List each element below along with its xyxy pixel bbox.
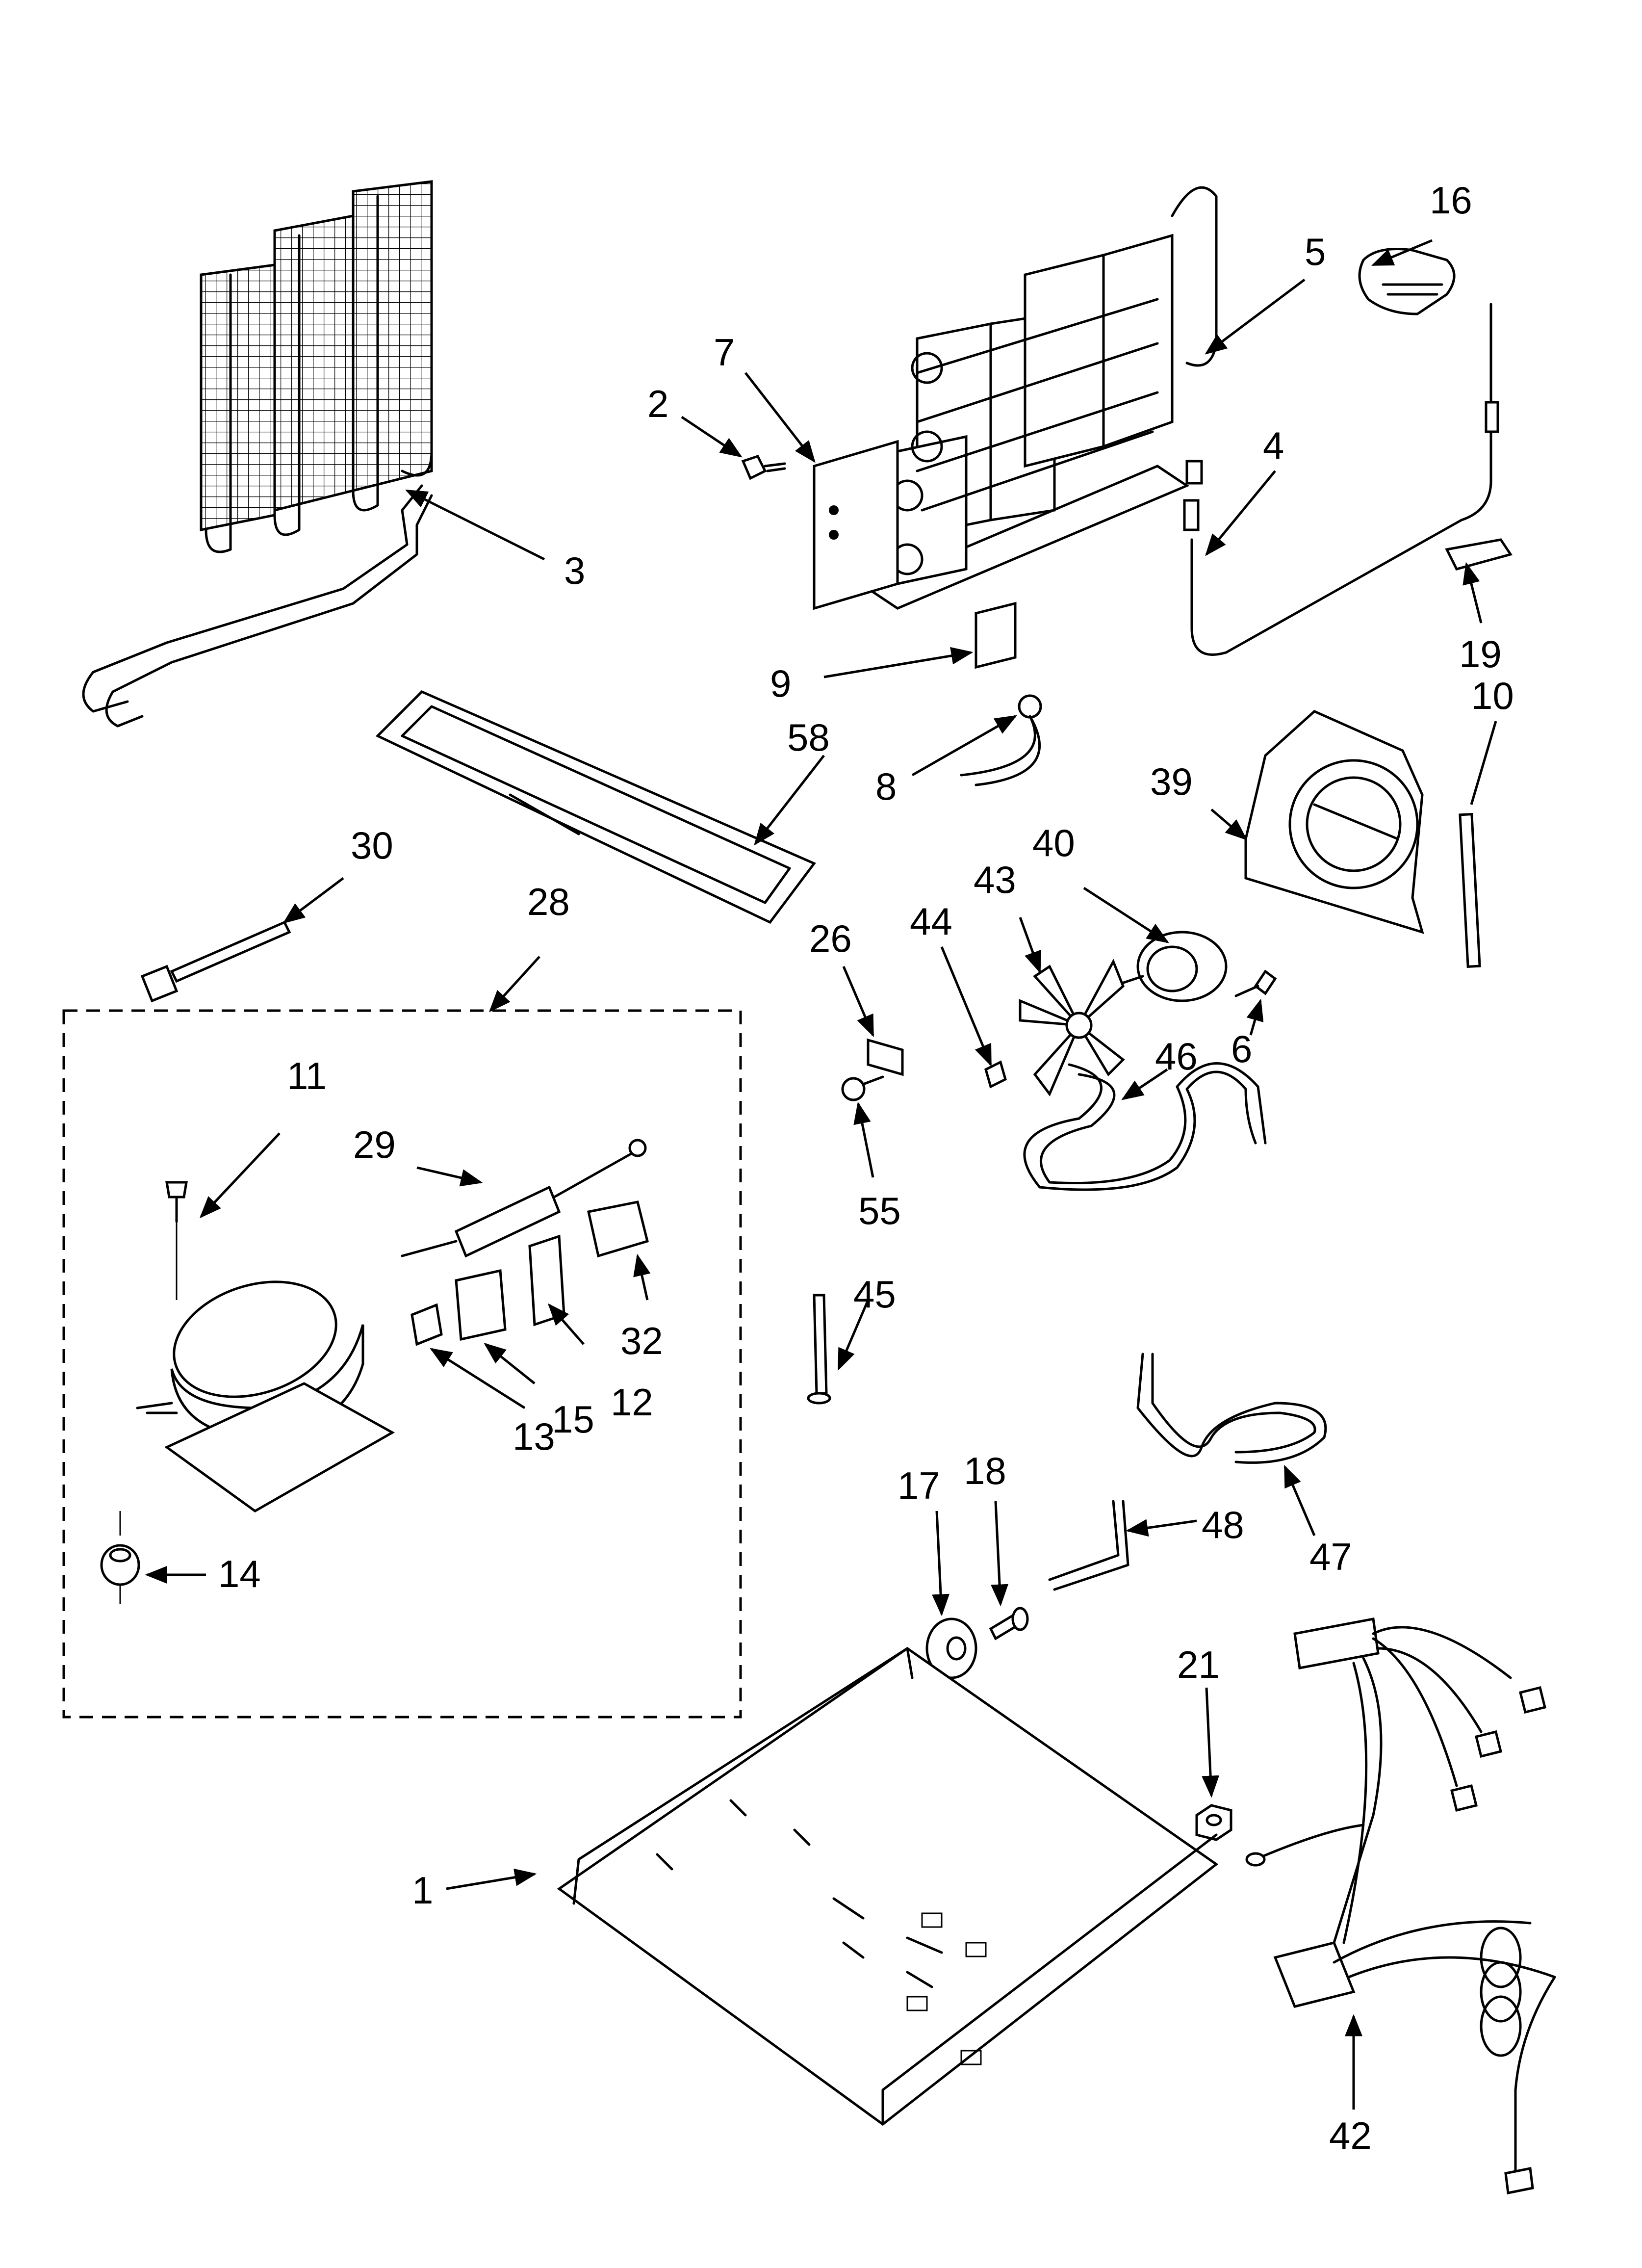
callout-2: 2: [647, 382, 668, 425]
defrost-heater-part-4: [1183, 303, 1499, 656]
drier-part-29: [401, 1139, 647, 1258]
thermostat-part-8: [960, 694, 1042, 786]
callout-58: 58: [787, 716, 830, 759]
washer-part-44: [984, 1060, 1007, 1089]
relay-cover-part-32: [587, 1200, 649, 1258]
callout-32: 32: [620, 1319, 663, 1362]
compressor-kit-box-28: [62, 1009, 742, 1719]
callout-1: 1: [412, 1869, 433, 1912]
callout-42: 42: [1329, 2114, 1372, 2157]
clip-part-19: [1445, 538, 1513, 571]
callout-labels: 3 2 7 5 4 16 19 10 9 58 8 39 40 43 44 30…: [218, 179, 1514, 2157]
callout-29: 29: [353, 1123, 396, 1166]
base-pan-part-1: [557, 1646, 1219, 2126]
tie-wrap-part-30: [140, 920, 291, 1003]
fan-blade-part-43: [1019, 959, 1125, 1096]
callout-40: 40: [1032, 821, 1075, 864]
callout-12: 12: [611, 1381, 653, 1424]
relay-part-12: [528, 1234, 565, 1327]
compressor-part: [136, 1280, 395, 1512]
callout-6: 6: [1231, 1027, 1252, 1070]
screw-part-2: [741, 454, 786, 480]
clip-part-9: [975, 601, 1017, 669]
evaporator-part: [813, 186, 1218, 610]
callout-3: 3: [564, 549, 585, 592]
tube-part-48: [1048, 1500, 1129, 1591]
callout-28: 28: [527, 880, 570, 923]
wiring-harness-part-42: [1245, 1617, 1556, 2194]
nut-part-21: [1195, 1804, 1232, 1841]
leader-lines: [145, 239, 1497, 2110]
cover-part-16: [1358, 248, 1456, 315]
callout-11: 11: [287, 1054, 327, 1097]
callout-16: 16: [1430, 179, 1472, 222]
callout-46: 46: [1155, 1035, 1198, 1078]
callout-21: 21: [1177, 1643, 1220, 1686]
screw-part-11: [165, 1181, 188, 1223]
callout-55: 55: [858, 1189, 901, 1232]
grommet-part-14: [100, 1511, 140, 1604]
callout-44: 44: [910, 900, 952, 943]
connector-part-13: [410, 1303, 443, 1346]
callout-14: 14: [218, 1552, 261, 1595]
callout-7: 7: [714, 331, 735, 374]
fan-motor-part-40: [1112, 931, 1228, 1002]
callout-10: 10: [1471, 674, 1514, 717]
callout-19: 19: [1459, 632, 1502, 676]
callout-15: 15: [552, 1398, 594, 1441]
condenser-coil-part: [82, 180, 433, 728]
tube-part-46: [1023, 1063, 1257, 1191]
callout-4: 4: [1263, 424, 1284, 467]
screw-part-6: [1234, 969, 1277, 997]
callout-26: 26: [809, 917, 852, 960]
callout-18: 18: [964, 1449, 1006, 1492]
callout-39: 39: [1150, 760, 1193, 803]
screw-part-18: [989, 1607, 1029, 1641]
fan-shroud-part-39: [1244, 710, 1424, 934]
screw-part-55: [841, 1075, 884, 1101]
overload-part-15: [455, 1269, 507, 1341]
callout-17: 17: [898, 1464, 940, 1507]
callout-9: 9: [770, 662, 791, 705]
callout-30: 30: [351, 824, 393, 867]
callout-5: 5: [1305, 230, 1326, 273]
drain-pan-part-58: [375, 690, 816, 924]
callout-47: 47: [1309, 1535, 1352, 1578]
callout-43: 43: [974, 858, 1016, 901]
pin-part-45: [807, 1294, 831, 1405]
insulation-strip-part-10: [1459, 812, 1481, 968]
callout-48: 48: [1202, 1503, 1244, 1546]
callout-8: 8: [875, 765, 897, 808]
clip-part-26: [867, 1038, 904, 1076]
callout-45: 45: [853, 1273, 896, 1316]
callout-13: 13: [513, 1415, 555, 1458]
tube-part-47: [1136, 1353, 1327, 1464]
